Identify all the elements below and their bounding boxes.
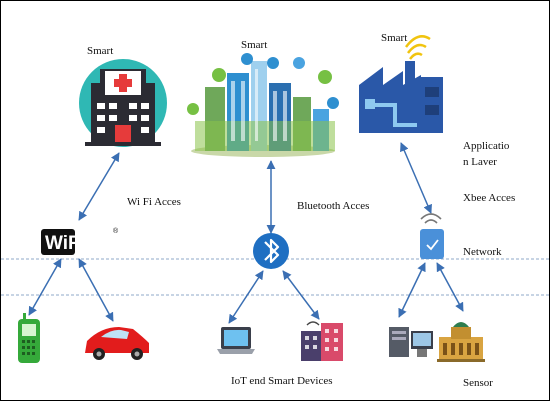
xbee-gateway-icon (420, 213, 444, 259)
label-iot-devices: IoT end Smart Devices (231, 375, 333, 387)
label-smart-center: Smart (241, 39, 268, 51)
label-wifi-access: Wi Fi Acces (127, 196, 181, 208)
arrow-xbee-sensor (436, 262, 464, 312)
arrow-xbee-computer (398, 262, 426, 318)
car-icon (85, 327, 149, 360)
label-smart-left: Smart (87, 45, 114, 57)
arrow-wifi-phone (28, 258, 62, 316)
label-smart-right: Smart (381, 32, 408, 44)
factory-icon (359, 35, 443, 133)
wifi-registered-mark: ® (113, 227, 119, 235)
label-network: Network (463, 246, 502, 258)
arrow-factory-xbee (400, 142, 432, 214)
hospital-icon (79, 59, 167, 147)
label-sensor: Sensor (463, 377, 493, 389)
sensor-building-icon (437, 322, 485, 362)
label-bluetooth-access: Bluetooth Acces (297, 200, 370, 212)
bluetooth-icon (253, 233, 289, 269)
building-icon (301, 321, 343, 361)
smart-city-icon (187, 53, 339, 157)
laptop-icon (217, 327, 255, 354)
wifi-logo-icon: WiFi ® (41, 227, 119, 255)
wifi-logo-text: WiFi (45, 233, 85, 254)
smart-city-connectivity-icons (187, 53, 339, 115)
arrow-wifi-car (78, 258, 114, 322)
arrow-bluetooth-laptop (228, 270, 264, 324)
label-application-layer-line1: Applicatio (463, 140, 510, 152)
label-xbee-access: Xbee Acces (463, 192, 516, 204)
connector-arrows (28, 142, 464, 324)
computer-icon (389, 327, 433, 357)
phone-icon (18, 313, 40, 363)
arrow-bluetooth-building (282, 270, 320, 320)
arrow-hospital-wifi (78, 152, 120, 221)
label-application-layer-line2: n Laver (463, 156, 497, 168)
